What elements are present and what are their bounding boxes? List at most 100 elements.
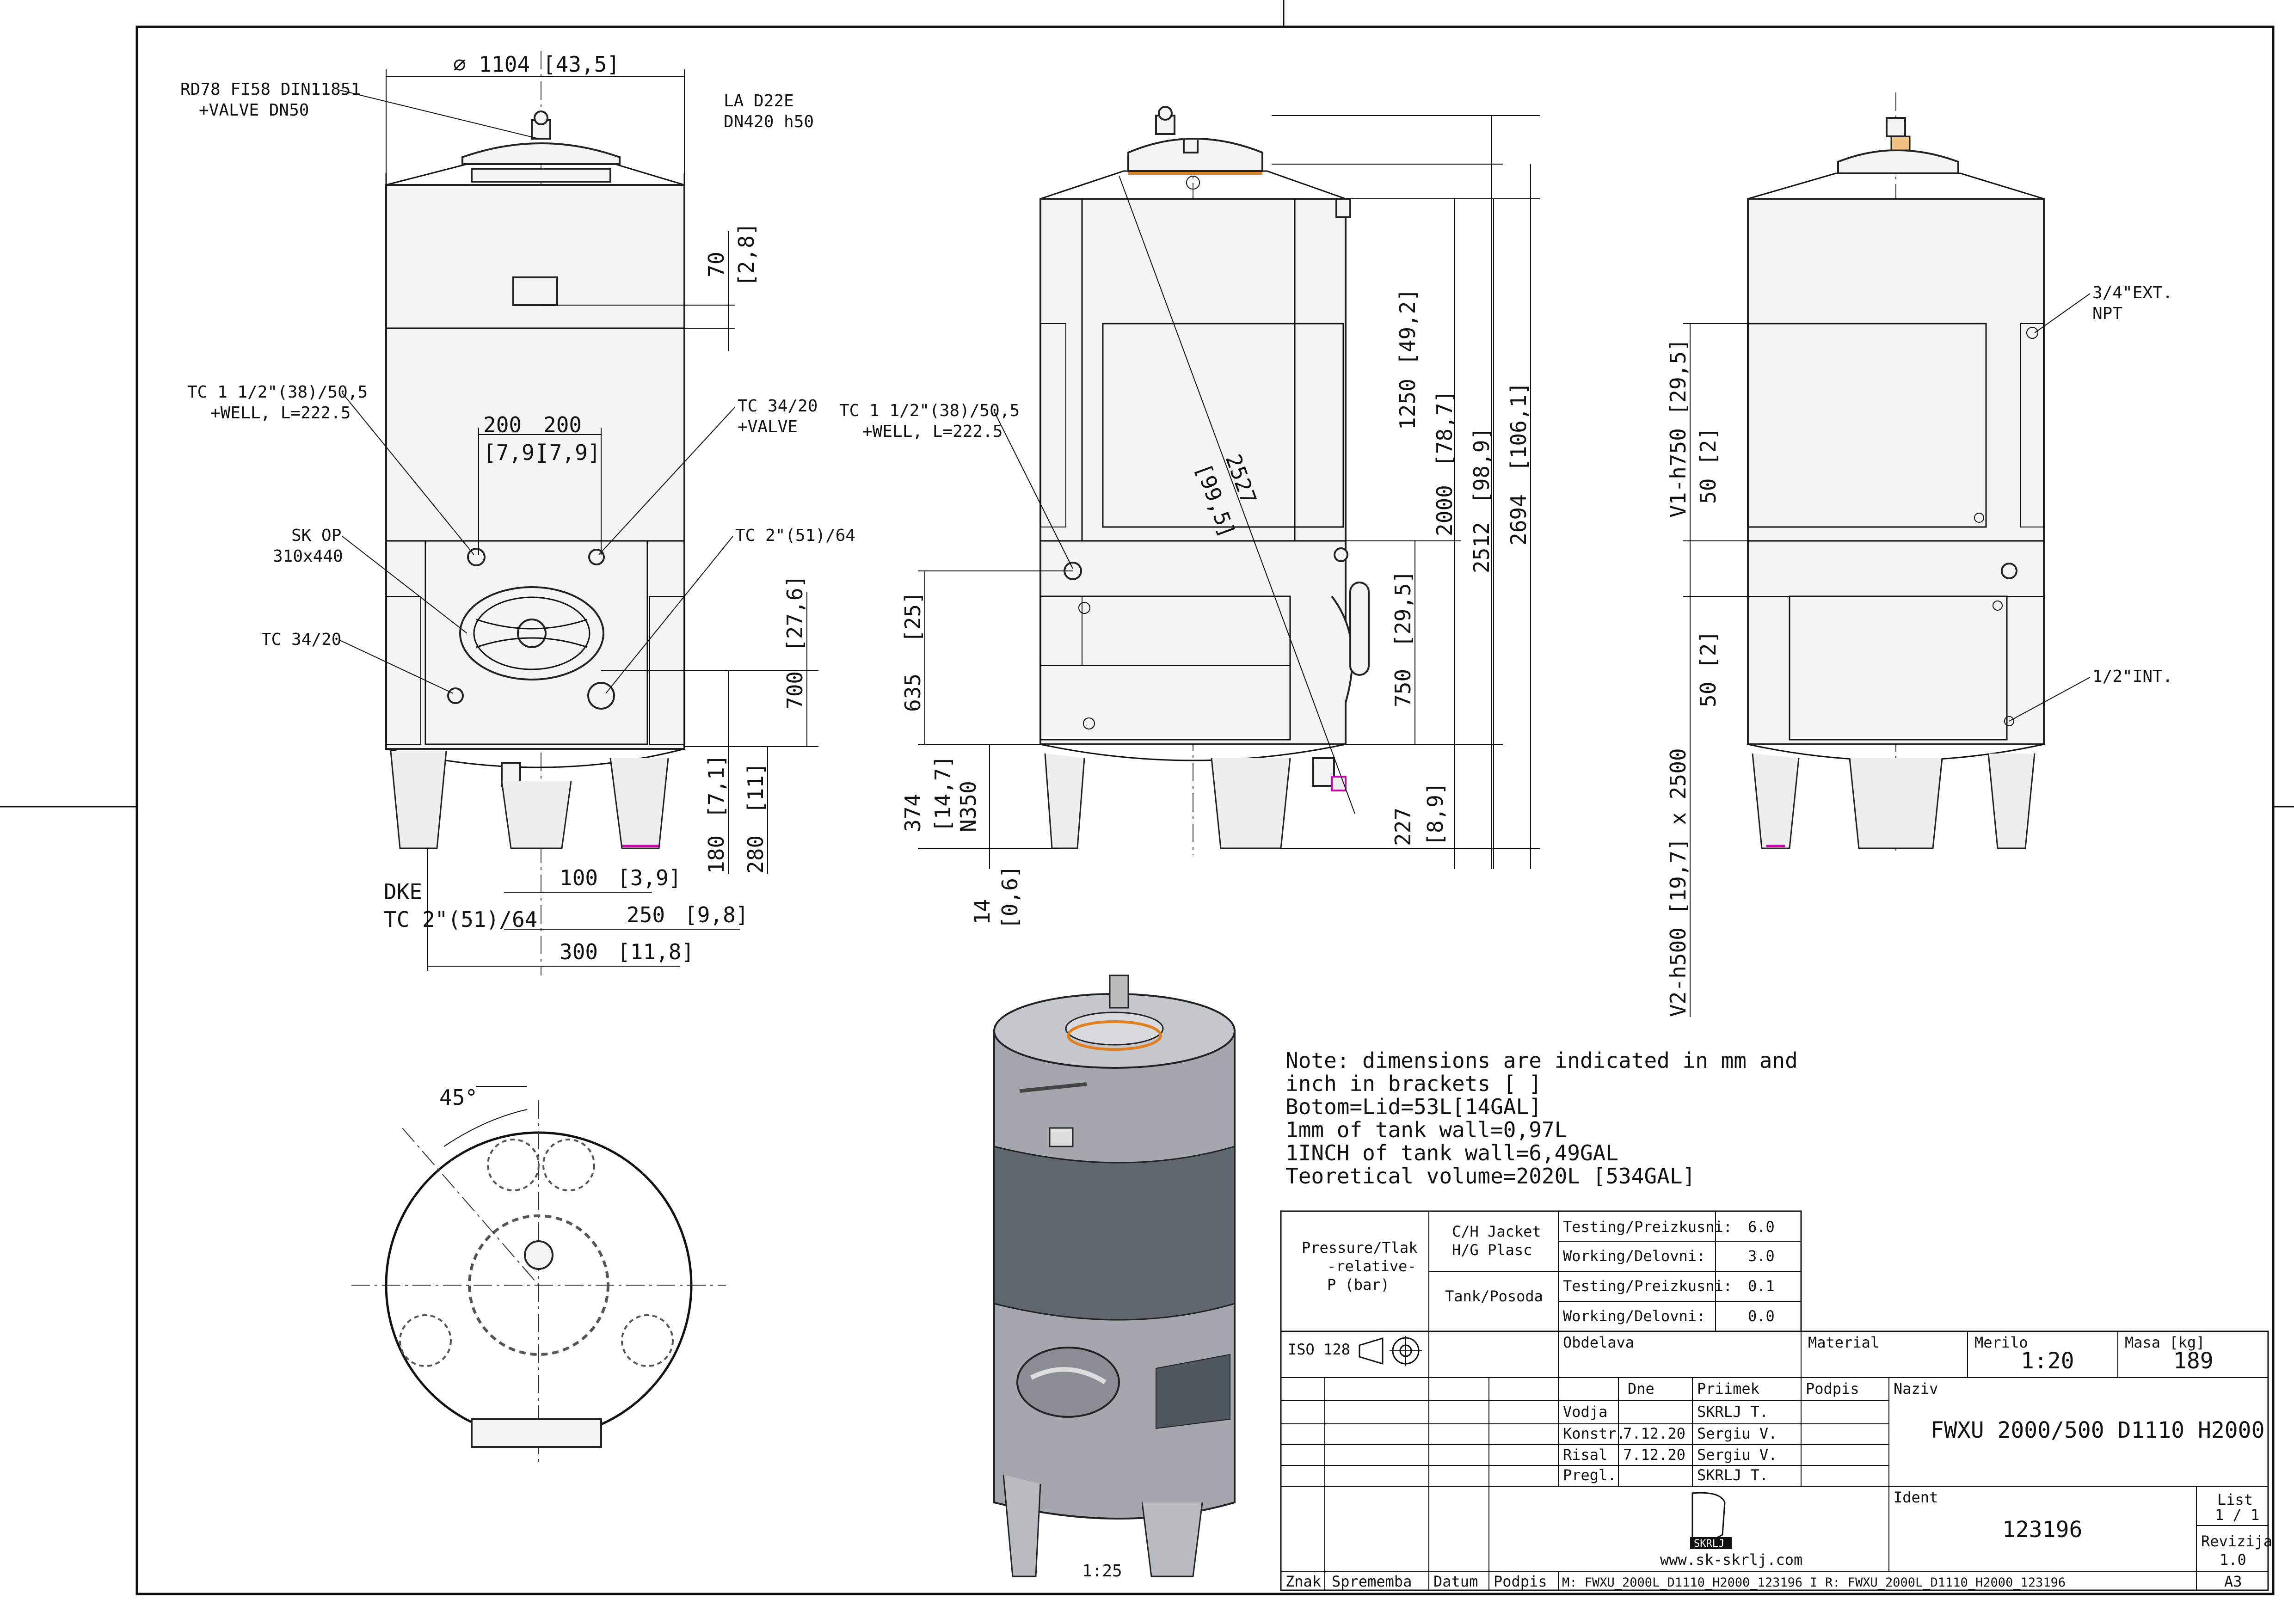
side-tc-left-label-1: TC 1 1/2"(38)/50,5 xyxy=(839,401,1020,420)
tc-right-label-1: TC 34/20 xyxy=(738,397,818,416)
merilo-value: 1:20 xyxy=(2021,1348,2074,1374)
pressure-label-2: -relative- xyxy=(1327,1257,1416,1275)
tc34-label: TC 34/20 xyxy=(261,630,341,649)
dim-700: 700 xyxy=(782,671,807,710)
dne-label: Dne xyxy=(1628,1380,1654,1397)
front-view: ⌀ 1104 [43,5] RD78 FI58 DIN11851 +VALVE … xyxy=(180,51,855,975)
dim-27-6: [27,6] xyxy=(782,575,807,652)
dim-2000: 2000 xyxy=(1432,485,1457,536)
date-konstr: 7.12.20 xyxy=(1623,1425,1685,1442)
tc-left-label-1: TC 1 1/2"(38)/50,5 xyxy=(187,383,368,402)
dim-n350: N350 xyxy=(956,781,981,832)
tank-label: Tank/Posoda xyxy=(1445,1287,1543,1305)
int-label: 1/2"INT. xyxy=(2092,667,2172,686)
obdelava-label: Obdelava xyxy=(1563,1334,1634,1351)
jacket-label-2: H/G Plasc xyxy=(1452,1241,1532,1259)
dim-70: 70 xyxy=(704,252,729,277)
dim-7-9-right: [7,9] xyxy=(536,440,600,465)
note-line-2: inch in brackets [ ] xyxy=(1285,1071,1542,1096)
date-risal: 7.12.20 xyxy=(1623,1446,1685,1464)
tc2-label: TC 2"(51)/64 xyxy=(735,526,855,545)
note-line-6: Teoretical volume=2020L [534GAL] xyxy=(1285,1164,1695,1189)
dim-106-1: [106,1] xyxy=(1506,382,1531,472)
dim-78-7: [78,7] xyxy=(1432,390,1457,467)
work-value-1: 3.0 xyxy=(1748,1247,1775,1265)
dim-2694: 2694 xyxy=(1506,494,1531,545)
dim-49-2: [49,2] xyxy=(1395,288,1420,365)
dim-100: 100 xyxy=(560,865,598,890)
dim-8-9: [8,9] xyxy=(1423,782,1448,846)
ext-npt-label-1: 3/4"EXT. xyxy=(2092,283,2172,302)
dim-2-8: [2,8] xyxy=(734,223,759,287)
note-line-4: 1mm of tank wall=0,97L xyxy=(1285,1117,1567,1142)
dim-2512: 2512 xyxy=(1469,522,1494,573)
note-line-5: 1INCH of tank wall=6,49GAL xyxy=(1285,1140,1618,1165)
top-view: 45° xyxy=(351,1085,726,1465)
front-diameter-dim: ⌀ 1104 [43,5] xyxy=(453,52,620,77)
ident-label: Ident xyxy=(1894,1489,1938,1506)
title-block: Pressure/Tlak -relative- P (bar) C/H Jac… xyxy=(1280,1210,2272,1591)
v2-50: 50 [2] xyxy=(1696,631,1721,707)
v1-label: V1-h750 [29,5] xyxy=(1666,338,1691,518)
sk-op-label-2: 310x440 xyxy=(273,547,343,566)
website: www.sk-skrlj.com xyxy=(1660,1551,1802,1569)
test-label-1: Testing/Preizkusni: xyxy=(1563,1218,1732,1236)
role-risal: Risal xyxy=(1563,1446,1607,1464)
work-label-1: Working/Delovni: xyxy=(1563,1247,1705,1265)
iso-label: ISO 128 xyxy=(1288,1341,1350,1358)
side-view: 2527 [99,5] TC 1 1/2"(38)/50,5 +WELL, L=… xyxy=(839,106,1540,929)
priimek-label: Priimek xyxy=(1697,1380,1759,1397)
v1-50: 50 [2] xyxy=(1696,427,1721,504)
tc-right-label-2: +VALVE xyxy=(738,417,798,436)
role-konstr: Konstr. xyxy=(1563,1425,1625,1442)
notes: Note: dimensions are indicated in mm and… xyxy=(1285,1048,1798,1189)
dim-635: 635 xyxy=(900,674,925,712)
note-line-1: Note: dimensions are indicated in mm and xyxy=(1285,1048,1798,1073)
lid-label-2: +VALVE DN50 xyxy=(199,101,309,120)
podpis-label: Podpis xyxy=(1806,1380,1859,1397)
company-logo: SKRLJ xyxy=(1690,1492,1732,1550)
dim-14: 14 xyxy=(970,899,995,925)
dim-0-6: [0,6] xyxy=(997,865,1022,929)
file-path: M: FWXU_2000L_D1110_H2000_123196 I R: FW… xyxy=(1562,1575,2066,1590)
name-risal: Sergiu V. xyxy=(1697,1446,1777,1464)
revizija-value: 1.0 xyxy=(2220,1551,2246,1569)
test-label-2: Testing/Preizkusni: xyxy=(1563,1277,1732,1295)
la-label-2: DN420 h50 xyxy=(724,112,814,131)
dim-374: 374 xyxy=(900,794,925,832)
name-konstr: Sergiu V. xyxy=(1697,1425,1777,1442)
role-vodja: Vodja xyxy=(1563,1403,1607,1421)
dim-180: 180 xyxy=(704,835,729,874)
dim-750: 750 xyxy=(1390,669,1415,707)
material-label: Material xyxy=(1808,1334,1879,1351)
jacket-label-1: C/H Jacket xyxy=(1452,1223,1541,1240)
dim-7-9-left: [7,9] xyxy=(483,440,547,465)
revizija-label: Revizija xyxy=(2201,1532,2272,1550)
pressure-label-1: Pressure/Tlak xyxy=(1302,1239,1417,1256)
dim-1250: 1250 xyxy=(1395,379,1420,430)
pressure-label-3: P (bar) xyxy=(1327,1276,1390,1293)
test-value-2: 0.1 xyxy=(1748,1277,1775,1295)
lid-label-1: RD78 FI58 DIN11851 xyxy=(180,80,361,99)
dim-9-8: [9,8] xyxy=(684,902,748,927)
dim-200-right: 200 xyxy=(543,412,582,437)
merilo-label: Merilo xyxy=(1974,1334,2028,1351)
podpis2-label: Podpis xyxy=(1494,1573,1547,1590)
dim-11: [11] xyxy=(743,762,768,814)
sk-op-label-1: SK OP xyxy=(291,526,341,545)
dim-25: [25] xyxy=(900,591,925,643)
dim-227: 227 xyxy=(1390,808,1415,846)
dim-14-7: [14,7] xyxy=(930,755,955,832)
masa-label: Masa [kg] xyxy=(2125,1334,2205,1351)
dim-280: 280 xyxy=(743,835,768,874)
naziv-label: Naziv xyxy=(1894,1380,1938,1397)
la-label-1: LA D22E xyxy=(724,92,794,110)
dim-98-9: [98,9] xyxy=(1469,427,1494,504)
ident-value: 123196 xyxy=(2002,1517,2082,1543)
dim-29-5: [29,5] xyxy=(1390,570,1415,647)
datum-label: Datum xyxy=(1433,1573,1478,1590)
znak-label: Znak xyxy=(1285,1573,1321,1590)
